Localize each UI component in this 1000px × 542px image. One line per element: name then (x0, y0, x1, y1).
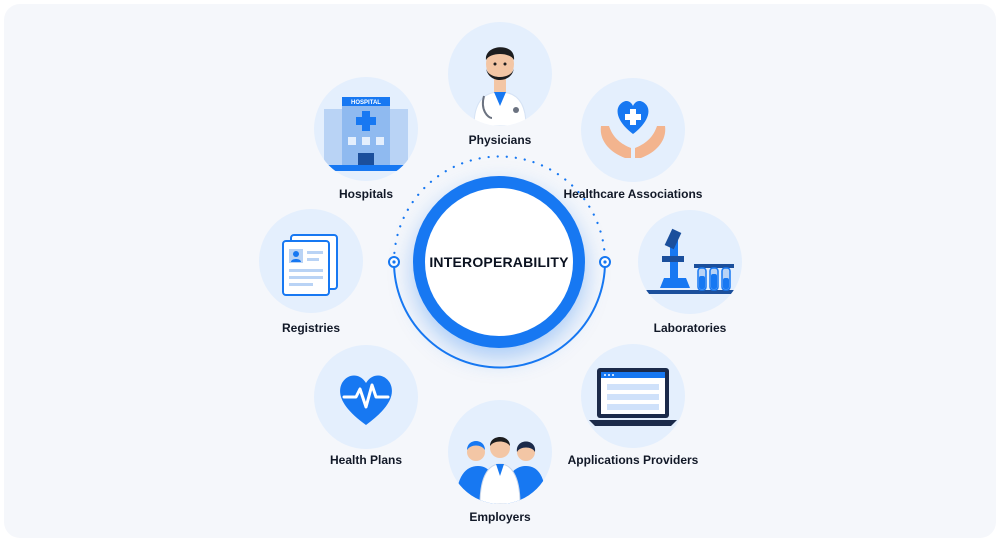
medical-staff-icon (456, 437, 546, 504)
employers-node (448, 400, 552, 504)
microscope-test-tubes-icon (644, 228, 734, 294)
hub-title: INTEROPERABILITY (429, 254, 569, 270)
employers-label: Employers (469, 510, 531, 524)
health-plans-node (314, 345, 418, 449)
laboratories-node (638, 210, 742, 314)
registry-documents-icon (282, 234, 338, 296)
healthcare-associations-node (581, 78, 685, 182)
hospitals-node: HOSPITAL (314, 77, 418, 181)
laboratories-label: Laboratories (653, 321, 727, 335)
applications-providers-node (581, 344, 685, 448)
healthcare-associations-label: Healthcare Associations (563, 187, 703, 201)
hands-heart-icon (600, 100, 666, 158)
health-plans-label: Health Plans (329, 453, 403, 467)
hub-inner: INTEROPERABILITY (425, 188, 573, 336)
hospital-sign: HOSPITAL (351, 100, 381, 106)
physicians-node (448, 22, 552, 126)
interoperability-hub: INTEROPERABILITY (413, 176, 585, 348)
physicians-label: Physicians (468, 133, 532, 147)
applications-providers-label: Applications Providers (567, 453, 699, 467)
heart-pulse-icon (340, 375, 392, 425)
hospitals-label: Hospitals (338, 187, 393, 201)
laptop-icon (589, 368, 677, 426)
hospital-building-icon: HOSPITAL (324, 97, 408, 171)
registries-label: Registries (281, 321, 341, 335)
doctor-icon (473, 47, 527, 126)
registries-node (259, 209, 363, 313)
